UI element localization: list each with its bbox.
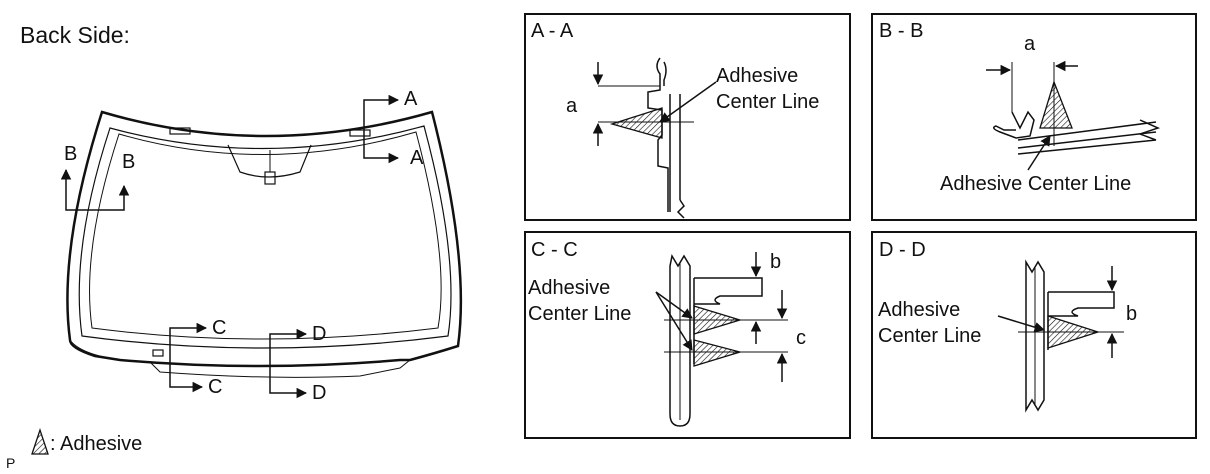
panel-cc-dim-c: c xyxy=(796,327,806,349)
legend-text: : Adhesive xyxy=(50,433,142,455)
corner-mark: P xyxy=(6,455,15,471)
panel-cc-callout-line1: Adhesive xyxy=(528,277,610,299)
page-title: Back Side: xyxy=(20,22,130,48)
section-label-d-bottom: D xyxy=(312,382,326,404)
section-label-c-top: C xyxy=(212,317,226,339)
windshield-drawing xyxy=(66,110,463,378)
section-markers: A A B B C C D D xyxy=(60,88,424,404)
windshield-cowl xyxy=(69,339,411,378)
mirror-base xyxy=(227,144,312,178)
mirror-mount xyxy=(264,171,276,185)
legend: P : Adhesive xyxy=(6,427,142,471)
panel-aa-title: A - A xyxy=(531,20,574,42)
panel-cc: C - C b c Adhesive Center Line xyxy=(524,231,851,439)
panel-dd: D - D b Adhesive Center Line xyxy=(871,231,1197,439)
section-label-c-bottom: C xyxy=(208,376,222,398)
section-label-d-top: D xyxy=(312,323,326,345)
panel-cc-callout-line2: Center Line xyxy=(528,303,631,325)
section-label-a-bottom: A xyxy=(410,147,424,169)
panel-bb-callout: Adhesive Center Line xyxy=(940,173,1131,195)
section-label-b-left: B xyxy=(64,143,77,165)
panel-dd-callout-line2: Center Line xyxy=(878,325,981,347)
panel-cc-dim-b: b xyxy=(770,251,781,273)
panel-aa-callout-line2: Center Line xyxy=(716,91,819,113)
windshield-inner-line xyxy=(89,131,442,340)
panel-aa-callout-line1: Adhesive xyxy=(716,65,798,87)
adhesive-symbol-icon xyxy=(31,427,49,455)
panel-aa: A - A a Adhesive Center Line xyxy=(524,13,851,221)
panel-dd-title: D - D xyxy=(879,239,926,261)
panel-bb-title: B - B xyxy=(879,20,923,42)
panel-bb: B - B a Adhesive Center Line xyxy=(871,13,1197,221)
panel-bb-dim-a: a xyxy=(1024,33,1036,55)
windshield-glass-edge xyxy=(78,125,452,349)
panel-cc-title: C - C xyxy=(531,239,578,261)
panel-dd-callout-line1: Adhesive xyxy=(878,299,960,321)
section-label-a-top: A xyxy=(404,88,418,110)
panel-dd-dim-b: b xyxy=(1126,303,1137,325)
section-label-b-right: B xyxy=(122,151,135,173)
panel-aa-dim-a: a xyxy=(566,95,578,117)
